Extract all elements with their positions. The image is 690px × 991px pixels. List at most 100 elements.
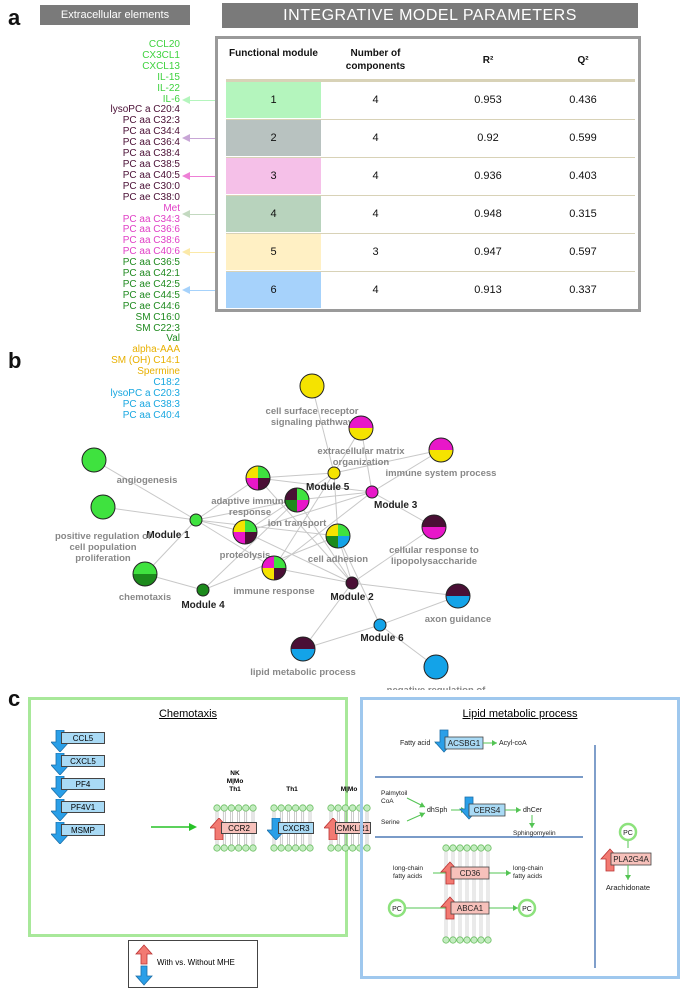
membrane-icon xyxy=(270,804,314,852)
extracellular-element: PC aa C34:4 xyxy=(122,126,180,138)
network-edge xyxy=(296,491,373,501)
table-cell-q2: 0.599 xyxy=(569,132,597,144)
sphingomyelin-label: Sphingomyelin xyxy=(513,830,556,837)
header-q2: Q² xyxy=(577,55,589,66)
network-node-axon: axon guidance xyxy=(425,583,491,625)
module-cell: 4 xyxy=(226,196,321,232)
table-cell-components: 4 xyxy=(372,284,379,296)
extracellular-element: PC ae C44:5 xyxy=(122,289,180,301)
network-node-ion: ion transport xyxy=(268,487,327,529)
network-node-label: Module 1 xyxy=(146,530,190,541)
legend-arrows-icon xyxy=(135,944,153,986)
extracellular-element: Val xyxy=(166,333,180,345)
gene-label: MSMP xyxy=(61,824,105,836)
down-arrow-icon xyxy=(267,818,285,840)
header-r2: R² xyxy=(482,55,494,66)
table-cell-r2: 0.913 xyxy=(474,284,502,296)
module-cell: 6 xyxy=(226,272,321,308)
network-node-label: immune system process xyxy=(386,468,497,479)
network-edge xyxy=(337,535,381,626)
network-edge xyxy=(273,567,353,584)
network-edge xyxy=(302,582,353,650)
pc-node: PC xyxy=(517,898,537,918)
table-cell-q2: 0.403 xyxy=(569,170,597,182)
acyl-coa-label: Acyl-coA xyxy=(499,740,527,747)
extracellular-element: SM C16:0 xyxy=(135,311,180,323)
extracellular-element: Met xyxy=(163,202,180,214)
module-cell: 3 xyxy=(226,158,321,194)
network-node-negreg: negative regulation oftranscription by R… xyxy=(387,654,487,690)
network-edge xyxy=(257,472,335,479)
table-cell-components: 3 xyxy=(372,246,379,258)
network-node-m4: Module 4 xyxy=(181,583,225,611)
module-arrow xyxy=(182,96,222,104)
extracellular-element: Spermine xyxy=(137,366,180,378)
table-row-divider xyxy=(226,233,635,234)
dhsph-label: dhSph xyxy=(427,807,447,814)
table-row-divider xyxy=(226,157,635,158)
network-edge xyxy=(102,506,197,521)
integrative-model-table: Functional module Number of components R… xyxy=(215,36,641,312)
table-cell-components: 4 xyxy=(372,208,379,220)
network-edge xyxy=(93,459,197,521)
extracellular-element: PC ae C38:0 xyxy=(122,191,180,203)
pla2g4a-label-box xyxy=(610,852,652,866)
pc-node: PC xyxy=(387,898,407,918)
extracellular-element: IL-15 xyxy=(157,71,180,83)
extracellular-element: PC aa C42:1 xyxy=(122,268,180,280)
extracellular-element: PC aa C36:6 xyxy=(122,224,180,236)
receptor-cell-types: Th1 xyxy=(286,786,298,793)
legend-label: With vs. Without MHE xyxy=(157,958,235,967)
extracellular-element: PC aa C40:4 xyxy=(122,409,180,421)
network-edge xyxy=(257,477,373,493)
extracellular-element: PC ae C44:6 xyxy=(122,300,180,312)
header-functional-module: Functional module xyxy=(229,48,318,59)
header-number-of-components: Number of components xyxy=(345,48,406,72)
network-edge xyxy=(379,595,459,626)
network-node-celladh: cell adhesion xyxy=(308,523,368,565)
direction-legend: With vs. Without MHE xyxy=(128,940,258,988)
panel-b-letter: b xyxy=(8,348,22,373)
extracellular-element: PC aa C38:3 xyxy=(122,398,180,410)
network-node-label: lipid metabolic process xyxy=(250,667,356,678)
network-node-label: immune response xyxy=(233,586,314,597)
table-cell-r2: 0.948 xyxy=(474,208,502,220)
panel-a-letter: a xyxy=(8,5,21,30)
network-node-label: negative regulation oftranscription by R… xyxy=(387,685,487,690)
network-node-immsys: immune system process xyxy=(386,437,497,479)
module-arrow xyxy=(182,248,222,256)
extracellular-element: PC ae C42:5 xyxy=(122,278,180,290)
extracellular-element: PC aa C34:3 xyxy=(122,213,180,225)
extracellular-element: SM C22:3 xyxy=(135,322,180,334)
receptor-cell-types: NK M|Mo Th1 xyxy=(226,770,244,793)
network-node-label: chemotaxis xyxy=(119,592,171,603)
network-node-m2: Module 2 xyxy=(330,576,374,603)
network-edge xyxy=(351,526,435,584)
table-cell-r2: 0.936 xyxy=(474,170,502,182)
extracellular-element: PC aa C40:5 xyxy=(122,169,180,181)
network-edge xyxy=(195,519,275,569)
chemotaxis-green-arrow xyxy=(151,823,197,831)
extracellular-element: SM (OH) C14:1 xyxy=(111,355,180,367)
extracellular-element: IL-6 xyxy=(162,93,180,105)
fatty-acid-label: Fatty acid xyxy=(400,740,430,747)
serine-label: Serine xyxy=(381,819,400,826)
svg-text:PC: PC xyxy=(522,906,532,913)
module-arrow xyxy=(182,286,222,294)
network-node-label: Module 3 xyxy=(374,500,418,511)
network-edge xyxy=(351,582,459,597)
extracellular-element: PC aa C32:3 xyxy=(122,115,180,127)
table-cell-components: 4 xyxy=(372,132,379,144)
network-edge xyxy=(257,477,353,584)
network-edge xyxy=(302,624,381,650)
